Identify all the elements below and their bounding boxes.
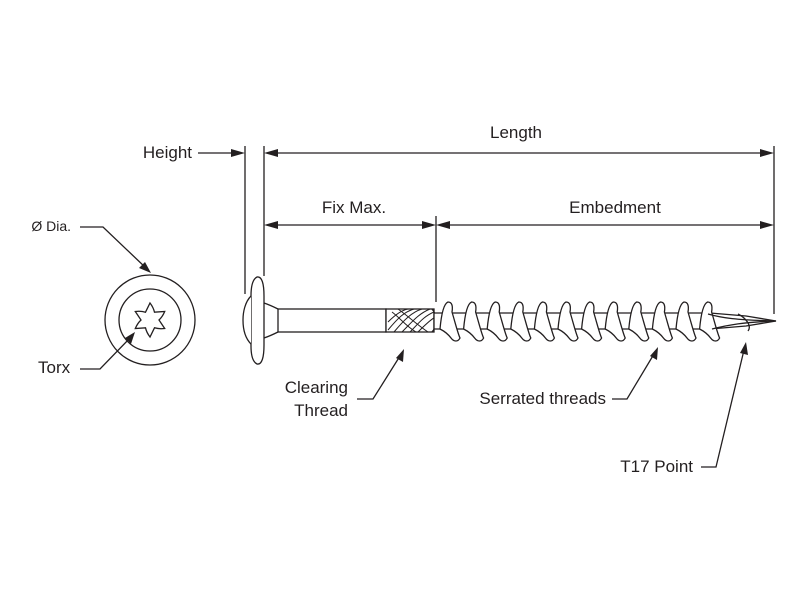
embedment-arrowhead-left <box>436 221 450 229</box>
height-arrowhead <box>231 149 245 157</box>
length-arrowhead-left <box>264 149 278 157</box>
serrated-label: Serrated threads <box>479 389 606 408</box>
thread-flight <box>557 301 579 342</box>
serrated-arrowhead <box>650 347 658 360</box>
torx-callout: Torx <box>38 332 135 377</box>
serrated-thread-flights <box>439 301 721 342</box>
screw-head <box>250 276 265 365</box>
torx-leader-line <box>80 336 132 370</box>
thread-flight <box>439 301 461 342</box>
head-dome <box>242 295 252 345</box>
dimension-lines: Height Length Fix Max. Embedment <box>143 123 775 314</box>
length-label: Length <box>490 123 542 142</box>
dia-callout: Ø Dia. <box>31 218 151 273</box>
head-fillet <box>263 302 279 339</box>
clearing-arrowhead <box>396 349 404 362</box>
clearing-label-line1: Clearing <box>285 378 348 397</box>
thread-flight <box>510 301 532 342</box>
serrated-threads-callout: Serrated threads <box>479 347 658 408</box>
thread-flight <box>533 301 556 342</box>
fix-max-label: Fix Max. <box>322 198 386 217</box>
dia-label: Ø Dia. <box>31 218 71 234</box>
screw-side-view <box>242 276 777 365</box>
point-arrowhead <box>740 342 748 355</box>
torx-arrowhead <box>125 332 135 344</box>
thread-flight <box>462 301 485 342</box>
clearing-leader-line <box>357 355 401 400</box>
thread-flight <box>698 301 721 342</box>
point-label: T17 Point <box>620 457 693 476</box>
clearing-thread-helix <box>387 308 437 333</box>
embedment-arrowhead-right <box>760 221 774 229</box>
dia-leader-line <box>80 226 147 269</box>
clearing-thread-callout: Clearing Thread <box>285 349 404 420</box>
head-inner-circle <box>118 288 182 352</box>
torx-label: Torx <box>38 358 71 377</box>
thread-flight <box>628 301 650 342</box>
head-end-view <box>104 274 196 366</box>
clearing-label-line2: Thread <box>294 401 348 420</box>
thread-flight <box>486 301 508 342</box>
thread-flight <box>604 301 626 342</box>
torx-recess-icon <box>134 301 166 339</box>
dia-arrowhead <box>139 262 151 273</box>
thread-flight <box>675 301 697 342</box>
embedment-label: Embedment <box>569 198 661 217</box>
smooth-shank <box>277 308 387 333</box>
height-label: Height <box>143 143 192 162</box>
thread-flight <box>580 301 603 342</box>
fix-max-arrowhead-left <box>264 221 278 229</box>
head-outer-circle <box>104 274 196 366</box>
point-callout: T17 Point <box>620 342 748 476</box>
point-leader-line <box>701 349 745 468</box>
serrated-leader-line <box>612 353 655 400</box>
fix-max-arrowhead-right <box>422 221 436 229</box>
t17-point <box>707 313 777 332</box>
thread-flight <box>651 301 674 342</box>
length-arrowhead-right <box>760 149 774 157</box>
